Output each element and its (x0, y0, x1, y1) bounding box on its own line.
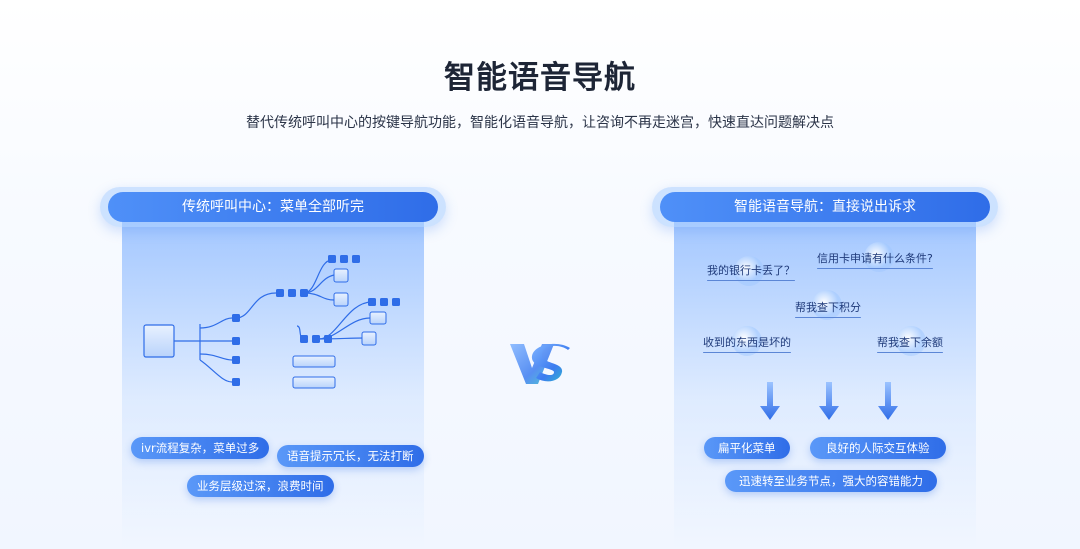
traditional-heading: 传统呼叫中心：菜单全部听完 (108, 192, 438, 222)
voice-query: 帮我查下余额 (877, 334, 943, 353)
voice-query: 信用卡申请有什么条件? (817, 250, 933, 269)
smart-panel (674, 218, 976, 548)
down-arrow-icon (760, 382, 780, 420)
traditional-issue-tag: 语音提示冗长，无法打断 (277, 445, 424, 467)
down-arrow-icon (819, 382, 839, 420)
voice-orb (732, 326, 762, 356)
traditional-issue-tag: ivr流程复杂，菜单过多 (131, 437, 270, 459)
vs-logo-icon (510, 343, 570, 384)
voice-orb (812, 290, 842, 320)
smart-benefit-tag: 良好的人际交互体验 (810, 437, 946, 459)
voice-orb (864, 242, 894, 272)
smart-heading-pill: 智能语音导航：直接说出诉求 (652, 187, 998, 227)
traditional-issue-tag: 业务层级过深，浪费时间 (187, 475, 334, 497)
traditional-heading-pill: 传统呼叫中心：菜单全部听完 (100, 187, 446, 227)
voice-query: 帮我查下积分 (795, 299, 861, 318)
voice-orb (896, 326, 926, 356)
voice-query: 我的银行卡丢了？ (707, 262, 795, 281)
voice-orb (734, 256, 764, 286)
ivr-tree-diagram (143, 255, 400, 389)
smart-benefit-tag: 迅速转至业务节点，强大的容错能力 (725, 470, 937, 492)
page-title: 智能语音导航 (444, 60, 636, 96)
smart-heading: 智能语音导航：直接说出诉求 (660, 192, 990, 222)
down-arrow-icon (878, 382, 898, 420)
smart-benefit-tag: 扁平化菜单 (704, 437, 790, 459)
voice-query: 收到的东西是坏的 (703, 334, 791, 353)
page-subtitle: 替代传统呼叫中心的按键导航功能，智能化语音导航，让咨询不再走迷宫，快速直达问题解… (246, 115, 834, 131)
